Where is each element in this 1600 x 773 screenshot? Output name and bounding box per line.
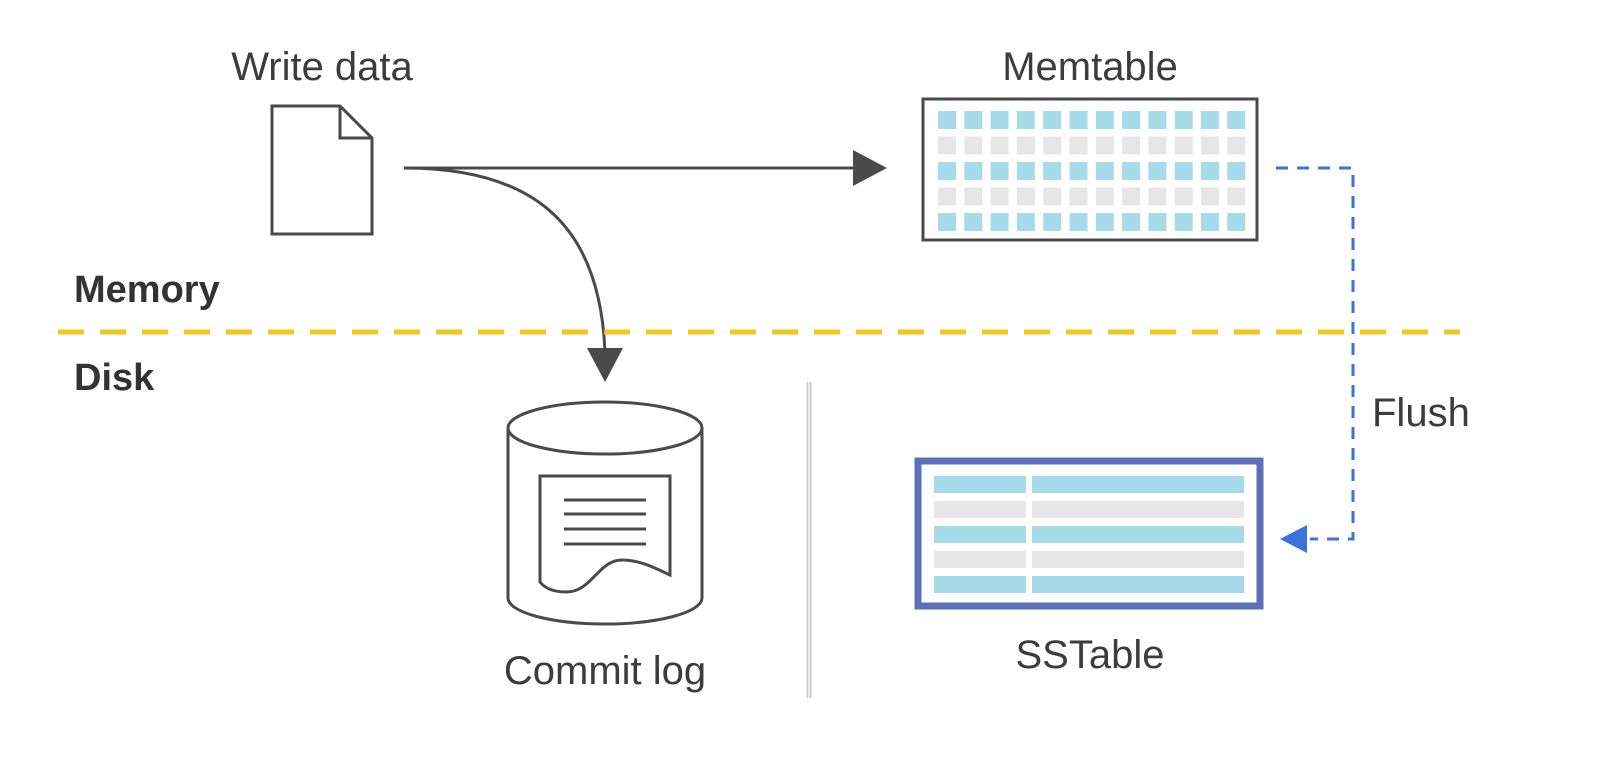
flush-arrow: [1276, 166, 1355, 553]
memtable-cell: [1122, 187, 1141, 206]
memtable-cell: [1122, 162, 1141, 180]
memtable-cell: [1174, 162, 1193, 180]
memtable-cell: [938, 213, 956, 231]
memtable-cell: [1095, 213, 1114, 231]
memtable-cell: [1069, 187, 1088, 206]
write-data-label: Write data: [231, 45, 413, 89]
memtable-cell: [1174, 187, 1193, 206]
memtable-cell: [1069, 136, 1088, 155]
memtable-cell: [938, 187, 956, 206]
memtable-cell: [1043, 111, 1062, 129]
memtable-cell: [1201, 136, 1219, 155]
memtable-label: Memtable: [1002, 45, 1178, 89]
sstable-table: [914, 457, 1264, 610]
memtable-cell: [1148, 136, 1167, 155]
memtable-cell: [1174, 213, 1193, 231]
memtable-cell: [1095, 111, 1114, 129]
sstable-cell: [1032, 476, 1244, 493]
sstable-cell: [934, 476, 1026, 493]
memtable-cell: [1148, 187, 1167, 206]
memtable-cell: [1122, 111, 1141, 129]
memtable-cell: [1043, 213, 1062, 231]
memtable-cell: [1069, 111, 1088, 129]
memtable-cell: [1095, 136, 1114, 155]
sstable-cell: [934, 526, 1026, 543]
memtable-cell: [990, 187, 1009, 206]
memtable-cell: [1043, 136, 1062, 155]
memtable-cell: [1227, 111, 1246, 129]
memtable-cell: [1095, 162, 1114, 180]
memtable-cell: [1174, 136, 1193, 155]
write-to-memtable-arrow: [404, 150, 887, 186]
memtable-cell: [1095, 187, 1114, 206]
disk-label: Disk: [74, 357, 155, 399]
memtable-cell: [1148, 162, 1167, 180]
memtable-cell: [1227, 136, 1246, 155]
memtable-cell: [938, 136, 956, 155]
memtable-cell: [1043, 162, 1062, 180]
memtable-cell: [990, 162, 1009, 180]
memtable-cell: [1148, 111, 1167, 129]
sstable-cell: [1032, 526, 1244, 543]
memtable-cell: [1069, 213, 1088, 231]
memtable-cell: [1122, 213, 1141, 231]
memtable-cell: [1201, 187, 1219, 206]
sstable-cell: [1032, 551, 1244, 568]
memtable-cell: [1201, 162, 1219, 180]
sstable-label: SSTable: [1016, 633, 1165, 677]
memtable-cell: [1016, 162, 1035, 180]
memtable-cell: [1043, 187, 1062, 206]
memtable-cell: [1227, 162, 1246, 180]
database-cylinder-icon: [506, 400, 704, 626]
memtable-cell: [964, 162, 983, 180]
sstable-cell: [1032, 576, 1244, 593]
memtable-cell: [990, 136, 1009, 155]
memtable-grid: [921, 97, 1259, 242]
memtable-cell: [964, 111, 983, 129]
memtable-cell: [1016, 136, 1035, 155]
memtable-cell: [938, 162, 956, 180]
memtable-cell: [1148, 213, 1167, 231]
sstable-cell: [1032, 501, 1244, 518]
memtable-cell: [1201, 213, 1219, 231]
memory-label: Memory: [74, 269, 220, 311]
memtable-cell: [1016, 111, 1035, 129]
memtable-cell: [938, 111, 956, 129]
sstable-cell: [934, 551, 1026, 568]
memtable-cell: [990, 111, 1009, 129]
sstable-cell: [934, 501, 1026, 518]
memtable-cell: [964, 136, 983, 155]
sstable-cell: [934, 576, 1026, 593]
memtable-cell: [1174, 111, 1193, 129]
memtable-cell: [964, 213, 983, 231]
memtable-cell: [1069, 162, 1088, 180]
flush-label: Flush: [1372, 391, 1470, 435]
write-to-commit-log-arrow: [403, 166, 623, 382]
memtable-cell: [1122, 136, 1141, 155]
memtable-cell: [964, 187, 983, 206]
memtable-cell: [1227, 213, 1246, 231]
memtable-cell: [1016, 187, 1035, 206]
commit-log-label: Commit log: [504, 649, 706, 693]
memtable-cell: [990, 213, 1009, 231]
memtable-cell: [1201, 111, 1219, 129]
memtable-cell: [1227, 187, 1246, 206]
document-icon: [270, 104, 374, 236]
memtable-cell: [1016, 213, 1035, 231]
